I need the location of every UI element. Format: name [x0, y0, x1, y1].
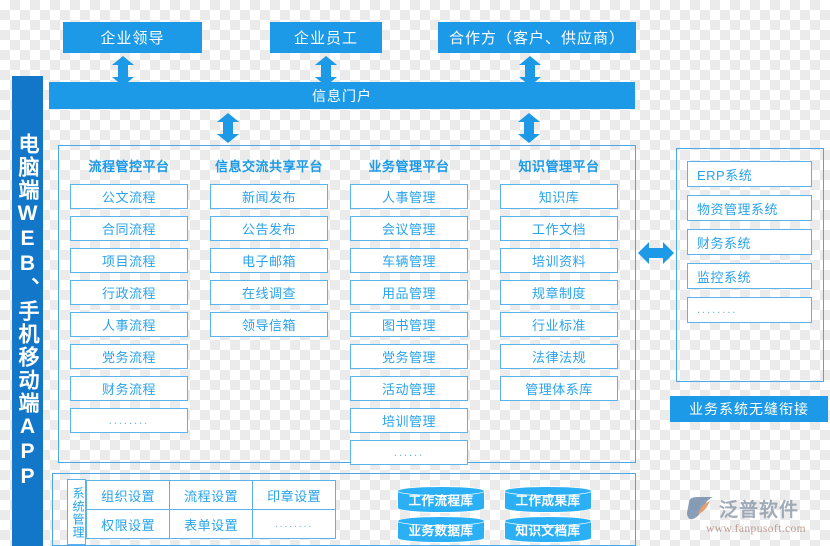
database-cylinder-icon: 工作成果库	[504, 486, 592, 513]
external-system-item-more[interactable]: ........	[687, 297, 812, 323]
database-cylinder-icon: 业务数据库	[397, 516, 485, 543]
double-arrow-horizontal-icon	[638, 240, 674, 266]
double-arrow-vertical-icon	[215, 113, 241, 143]
watermark-name: 泛普软件	[719, 499, 800, 521]
system-admin-grid: 组织设置 流程设置 印章设置 权限设置 表单设置 ........	[86, 480, 337, 540]
platform-column-business: 业务管理平台 人事管理 会议管理 车辆管理 用品管理 图书管理 党务管理 活动管…	[350, 156, 468, 472]
database-cylinder-icon: 知识文档库	[504, 516, 592, 543]
platform-item[interactable]: 会议管理	[350, 216, 468, 241]
external-system-item[interactable]: 物资管理系统	[687, 195, 812, 221]
watermark-row: 泛普软件	[686, 495, 826, 522]
platform-item-more[interactable]: ......	[350, 440, 468, 465]
double-arrow-vertical-icon	[516, 113, 542, 143]
platform-column-communication: 信息交流共享平台 新闻发布 公告发布 电子邮箱 在线调查 领导信箱	[210, 156, 328, 344]
platform-item[interactable]: 党务管理	[350, 344, 468, 369]
admin-setting-item[interactable]: 印章设置	[252, 480, 337, 511]
seamless-integration-tag: 业务系统无缝衔接	[670, 396, 828, 422]
platform-item[interactable]: 领导信箱	[210, 312, 328, 337]
db-top	[504, 516, 592, 526]
db-top	[397, 486, 485, 496]
platform-item[interactable]: 项目流程	[70, 248, 188, 273]
sidebar-channel-label: 电脑端WEB、手机移动端APP	[12, 76, 43, 546]
database-label: 业务数据库	[408, 523, 474, 538]
platform-item[interactable]: 法律法规	[500, 344, 618, 369]
database-business-data[interactable]: 业务数据库	[397, 516, 485, 543]
admin-setting-item-more[interactable]: ........	[252, 509, 337, 540]
platform-item[interactable]: 图书管理	[350, 312, 468, 337]
platform-item[interactable]: 新闻发布	[210, 184, 328, 209]
external-systems-list: ERP系统 物资管理系统 财务系统 监控系统 ........	[687, 161, 812, 331]
db-top	[504, 486, 592, 496]
platform-item[interactable]: 合同流程	[70, 216, 188, 241]
platform-item[interactable]: 人事管理	[350, 184, 468, 209]
external-system-item[interactable]: 监控系统	[687, 263, 812, 289]
platform-title: 流程管控平台	[88, 159, 170, 174]
platform-item[interactable]: 管理体系库	[500, 376, 618, 401]
platform-title: 信息交流共享平台	[214, 159, 323, 174]
platform-item[interactable]: 人事流程	[70, 312, 188, 337]
database-results-repository[interactable]: 工作成果库	[504, 486, 592, 513]
platform-item[interactable]: 公告发布	[210, 216, 328, 241]
actor-box-enterprise-leader[interactable]: 企业领导	[63, 22, 202, 53]
platform-panel: 流程管控平台 公文流程 合同流程 项目流程 行政流程 人事流程 党务流程 财务流…	[58, 145, 636, 465]
platform-item[interactable]: 电子邮箱	[210, 248, 328, 273]
platform-item[interactable]: 在线调查	[210, 280, 328, 305]
double-arrow-vertical-icon	[313, 56, 339, 86]
fanpu-logo-icon	[687, 496, 713, 519]
system-admin-panel: 系统管理 组织设置 流程设置 印章设置 权限设置 表单设置 ........	[52, 473, 636, 546]
platform-item[interactable]: 行政流程	[70, 280, 188, 305]
watermark-url: www.fanpusoft.com	[706, 523, 806, 535]
platform-item[interactable]: 用品管理	[350, 280, 468, 305]
platform-item[interactable]: 行业标准	[500, 312, 618, 337]
database-label: 知识文档库	[515, 523, 581, 538]
platform-item[interactable]: 活动管理	[350, 376, 468, 401]
information-portal-bar[interactable]: 信息门户	[49, 82, 635, 109]
system-admin-label: 系统管理	[67, 479, 86, 545]
external-systems-panel: ERP系统 物资管理系统 财务系统 监控系统 ........	[676, 148, 824, 382]
admin-setting-item[interactable]: 组织设置	[86, 480, 171, 511]
database-label: 工作成果库	[515, 493, 581, 508]
db-top	[397, 516, 485, 526]
admin-setting-item[interactable]: 流程设置	[169, 480, 254, 511]
platform-column-process: 流程管控平台 公文流程 合同流程 项目流程 行政流程 人事流程 党务流程 财务流…	[70, 156, 188, 440]
admin-setting-item[interactable]: 权限设置	[86, 509, 171, 540]
platform-item[interactable]: 车辆管理	[350, 248, 468, 273]
admin-setting-item[interactable]: 表单设置	[169, 509, 254, 540]
platform-item[interactable]: 财务流程	[70, 376, 188, 401]
platform-column-knowledge: 知识管理平台 知识库 工作文档 培训资料 规章制度 行业标准 法律法规 管理体系…	[500, 156, 618, 408]
database-knowledge-documents[interactable]: 知识文档库	[504, 516, 592, 543]
double-arrow-vertical-icon	[110, 56, 136, 86]
actor-box-partner[interactable]: 合作方（客户、供应商）	[438, 22, 636, 53]
platform-item[interactable]: 知识库	[500, 184, 618, 209]
platform-item[interactable]: 工作文档	[500, 216, 618, 241]
database-label: 工作流程库	[408, 493, 474, 508]
platform-title: 业务管理平台	[368, 159, 450, 174]
platform-title: 知识管理平台	[518, 159, 600, 174]
external-system-item[interactable]: ERP系统	[687, 161, 812, 187]
platform-item[interactable]: 规章制度	[500, 280, 618, 305]
database-workflow-repository[interactable]: 工作流程库	[397, 486, 485, 513]
platform-item[interactable]: 培训资料	[500, 248, 618, 273]
watermark: 泛普软件 www.fanpusoft.com	[686, 495, 826, 540]
platform-item[interactable]: 培训管理	[350, 408, 468, 433]
database-cylinder-icon: 工作流程库	[397, 486, 485, 513]
platform-item[interactable]: 公文流程	[70, 184, 188, 209]
external-system-item[interactable]: 财务系统	[687, 229, 812, 255]
actor-box-enterprise-employee[interactable]: 企业员工	[270, 22, 382, 53]
platform-item[interactable]: 党务流程	[70, 344, 188, 369]
double-arrow-vertical-icon	[517, 56, 543, 86]
platform-item-more[interactable]: ........	[70, 408, 188, 433]
